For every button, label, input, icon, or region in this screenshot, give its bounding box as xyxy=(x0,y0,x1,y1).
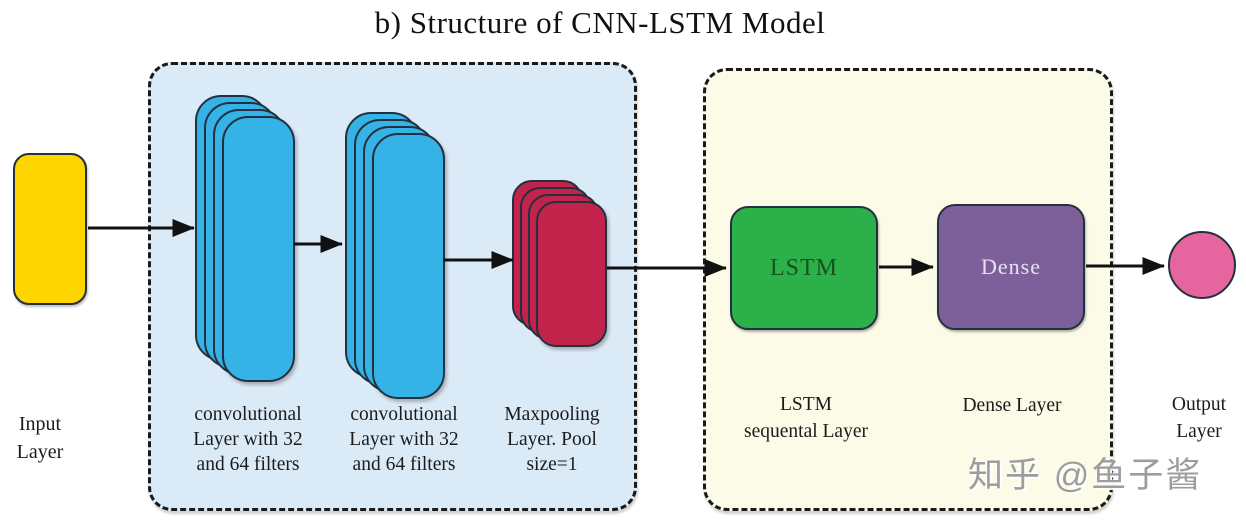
lstm-node-label: LSTM xyxy=(769,254,838,281)
zhihu-watermark: 知乎 @鱼子酱 xyxy=(968,456,1203,495)
output-layer-caption: Output Layer xyxy=(1171,394,1227,442)
dense-node: Dense xyxy=(937,204,1085,330)
input-layer-node xyxy=(13,153,87,305)
maxpool-panel-front xyxy=(536,201,607,347)
maxpool-layer-caption: Maxpooling Layer. Pool size=1 xyxy=(504,404,600,475)
lstm-layer-caption: LSTM sequental Layer xyxy=(744,394,868,442)
conv-layer-2-caption: convolutional Layer with 32 and 64 filte… xyxy=(349,404,459,475)
lstm-node: LSTM xyxy=(730,206,878,330)
conv-layer-1-caption: convolutional Layer with 32 and 64 filte… xyxy=(193,404,303,475)
conv-layer-2-node xyxy=(345,112,446,400)
dense-node-label: Dense xyxy=(981,254,1041,279)
input-layer-caption: Input Layer xyxy=(16,413,64,463)
conv2-panel-front xyxy=(372,133,445,399)
dense-layer-caption: Dense Layer xyxy=(962,395,1062,416)
output-layer-node xyxy=(1168,231,1236,299)
diagram-title: b) Structure of CNN-LSTM Model xyxy=(374,5,826,40)
conv1-panel-front xyxy=(222,116,295,382)
maxpool-layer-node xyxy=(512,180,608,348)
conv-layer-1-node xyxy=(195,95,296,383)
